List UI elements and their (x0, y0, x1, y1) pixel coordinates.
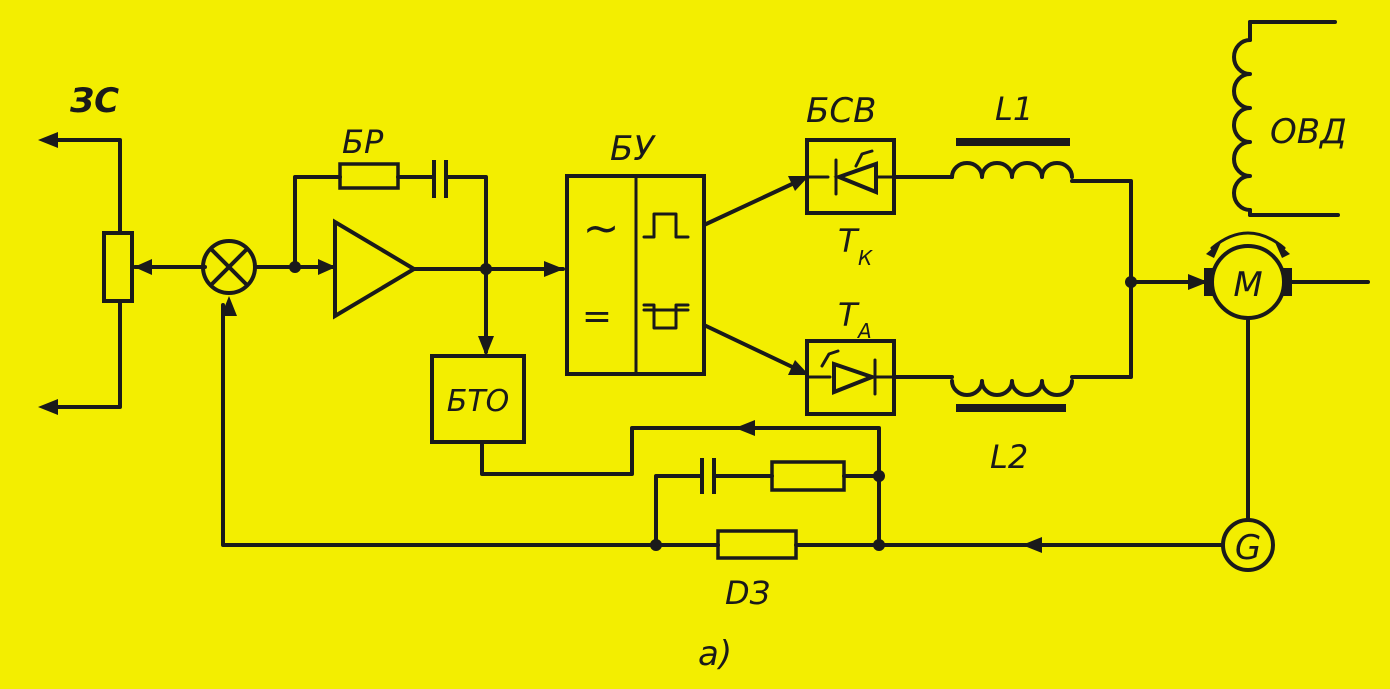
thyristor-bottom-sub: А (856, 319, 872, 343)
motor: М (1204, 231, 1370, 320)
feedback-sensor-label: DЗ (725, 574, 770, 612)
inductor-top-label: L1 (995, 90, 1033, 128)
motor-label: М (1233, 265, 1262, 305)
figure-caption: а) (698, 634, 732, 674)
valve-label: БСВ (806, 91, 876, 131)
feedback-path: DЗ (221, 296, 1225, 612)
current-limit-block: БТО (430, 267, 881, 546)
thyristor-bottom-label: T (838, 296, 860, 334)
valve-block: БСВ T К T А (702, 91, 896, 416)
thyristor-top-sub: К (858, 246, 873, 270)
setpoint-label: ЗС (69, 81, 119, 121)
inductors: L1 L2 (892, 90, 1212, 476)
tachogenerator-label: G (1235, 528, 1261, 568)
field-winding-label: ОВД (1270, 112, 1347, 152)
summing-junction (201, 239, 257, 295)
ac-symbol: ~ (583, 203, 620, 254)
field-winding: ОВД (1232, 20, 1347, 217)
current-limit-label: БТО (447, 384, 510, 419)
regulator-label: БР (342, 123, 384, 161)
dc-symbol: = (582, 296, 612, 337)
feedback-resistor (716, 529, 798, 560)
control-label: БУ (610, 129, 656, 169)
control-block: ~ = БУ (565, 129, 706, 376)
setpoint-potentiometer: ЗС (38, 81, 207, 415)
negative-pulse-icon (642, 303, 690, 330)
inductor-bottom-label: L2 (990, 438, 1028, 476)
thyristor-top-label: T (838, 222, 860, 260)
regulator-block: БР (253, 123, 565, 320)
tachogenerator: G (1221, 316, 1275, 572)
positive-pulse-icon (642, 212, 690, 239)
